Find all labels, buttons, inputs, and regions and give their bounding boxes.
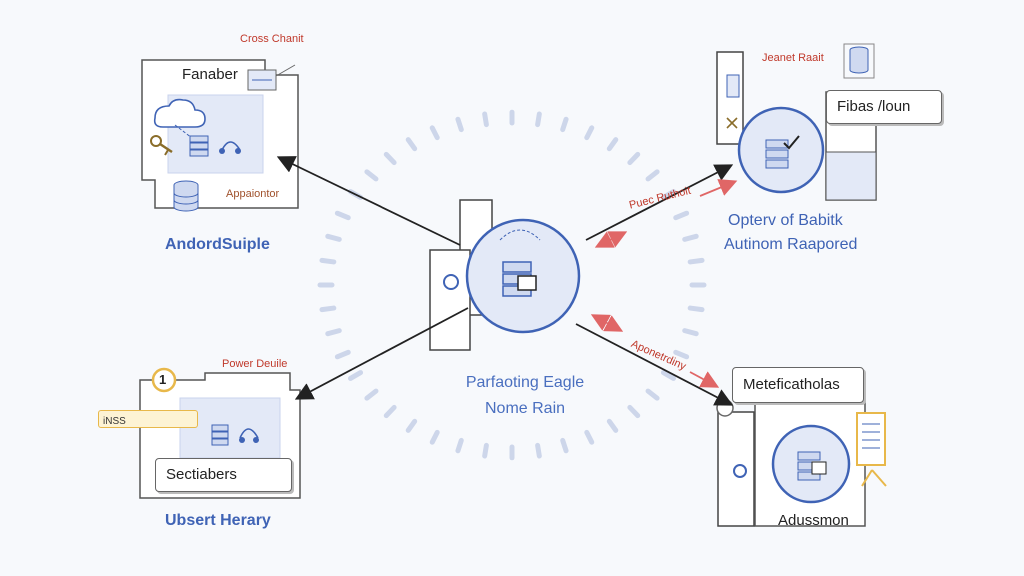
tag-chip-label: iNSS: [103, 416, 126, 427]
bottom-right-node: [716, 399, 887, 527]
ring-dash: [560, 437, 569, 454]
server-icon: [211, 424, 229, 446]
ring-dash: [682, 233, 699, 242]
arrow-to-bottom-left: [294, 307, 469, 400]
server-icon: [189, 135, 209, 157]
center-node: [429, 199, 581, 351]
ring-dash: [334, 349, 351, 360]
bottom-left-caption: Ubsert Herary: [165, 512, 271, 529]
bottom-left-callout-label: Sectiabers: [166, 466, 237, 483]
ring-dash: [584, 429, 595, 445]
ring-dash: [584, 125, 595, 141]
ring-dash: [429, 429, 440, 445]
server-stack-icon: [502, 261, 537, 297]
ring-dash: [535, 442, 542, 459]
ring-dash: [606, 137, 619, 152]
ring-dash: [405, 418, 418, 433]
tag-chip: iNSS: [98, 410, 198, 428]
red-arrow-bottom-left: [590, 314, 624, 332]
close-icon: [726, 117, 738, 129]
radial-ring: [317, 109, 707, 461]
ring-dash: [455, 437, 464, 454]
top-right-corner-note: Jeanet Raait: [762, 52, 824, 64]
ring-dash: [673, 349, 690, 360]
ring-dash: [687, 257, 705, 265]
ring-dash: [606, 418, 619, 433]
ring-dash: [660, 370, 677, 381]
arrow-to-top-left: [276, 156, 461, 246]
top-right-callout: Fibas /loun: [826, 90, 942, 124]
server-icon: [765, 139, 789, 169]
top-right-caption-line2: Autinom Raapored: [724, 236, 858, 253]
ring-dash: [627, 404, 641, 419]
gauge-icon: [443, 274, 459, 290]
badge-number: 1: [159, 372, 167, 387]
top-right-callout-label: Fibas /loun: [837, 98, 911, 115]
top-right-caption-line1: Opterv of Babitk: [728, 212, 843, 229]
ring-dash: [560, 116, 569, 133]
ring-dash: [364, 169, 379, 182]
ring-dash: [455, 116, 464, 133]
badge-circle: [151, 367, 177, 393]
ring-dash: [383, 151, 397, 166]
red-arrow-bottom-right: [689, 371, 720, 388]
red-arrow-top-left: [594, 231, 628, 248]
server-icon: [797, 451, 827, 481]
ring-dash: [482, 442, 489, 459]
bottom-right-caption: Adussmon: [778, 512, 849, 529]
check-icon: [783, 135, 800, 150]
ring-dash: [325, 328, 342, 337]
document-icon: [856, 412, 886, 466]
top-left-panel: [141, 59, 299, 212]
headset-icon: [239, 428, 259, 443]
center-title-line1: Parfaoting Eagle: [465, 374, 585, 391]
ring-dash: [347, 370, 364, 381]
bottom-left-callout: Sectiabers: [155, 458, 292, 492]
database-icon: [849, 46, 869, 74]
ring-dash: [682, 328, 699, 337]
arrow-to-bottom-right: [575, 323, 734, 406]
ring-dash: [325, 233, 342, 242]
ring-dash: [405, 137, 418, 152]
ring-dash: [660, 189, 677, 200]
top-left-panel-label: Fanaber: [182, 66, 238, 83]
center-title-line2: Nome Rain: [484, 400, 566, 417]
ring-dash: [334, 210, 351, 221]
gauge-icon: [733, 464, 747, 478]
ring-dash: [535, 111, 542, 128]
bottom-right-callout-label: Meteficatholas: [743, 376, 840, 393]
bottom-right-callout: Meteficatholas: [732, 367, 864, 403]
top-left-sub-note: Appaiontor: [226, 188, 280, 200]
ring-dash: [673, 210, 690, 221]
arrow-to-top-right: [585, 164, 734, 241]
ring-dash: [364, 388, 379, 401]
cloud-icon: [153, 98, 206, 128]
top-left-corner-note: Cross Chanit: [240, 33, 304, 45]
ring-dash: [645, 388, 660, 401]
red-arrow-top-right: [699, 179, 738, 197]
ring-dash: [627, 151, 641, 166]
ring-dash: [687, 305, 705, 313]
ring-dash: [383, 404, 397, 419]
ring-dash: [319, 305, 337, 313]
connectors: [276, 156, 738, 406]
document-icon: [247, 64, 296, 91]
database-icon: [173, 180, 199, 212]
ring-dash: [429, 125, 440, 141]
headset-icon: [219, 141, 241, 154]
bottom-left-corner-note: Power Deuile: [222, 358, 288, 370]
key-icon: [150, 135, 173, 156]
top-left-caption: AndordSuiple: [165, 236, 270, 253]
ring-dash: [482, 111, 489, 128]
ring-dash: [319, 257, 337, 265]
ring-dash: [645, 169, 660, 182]
